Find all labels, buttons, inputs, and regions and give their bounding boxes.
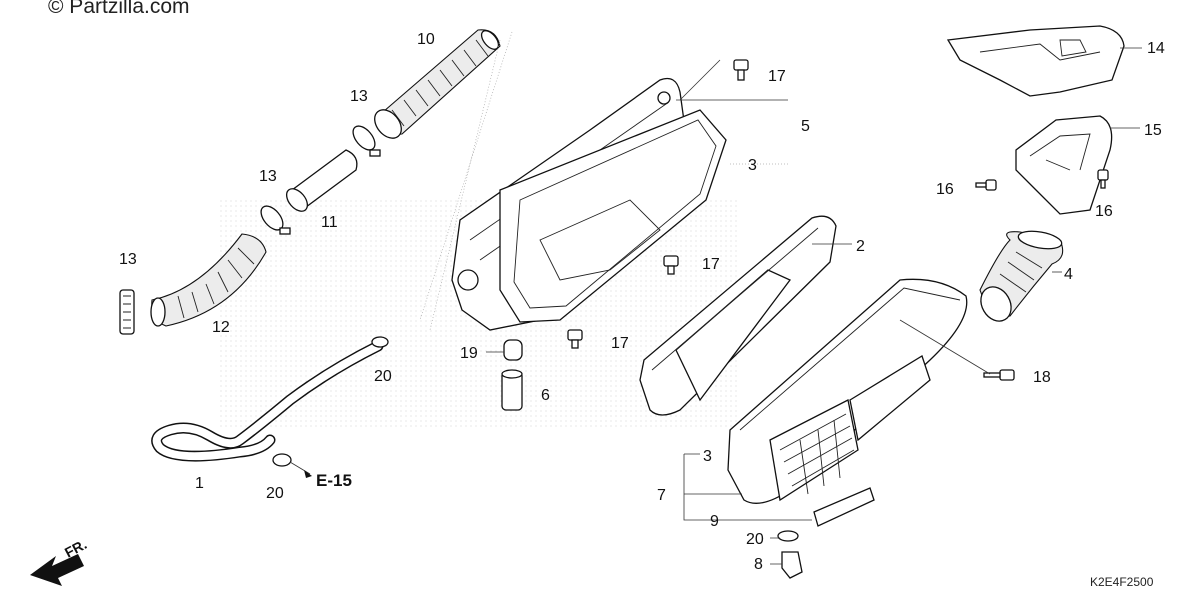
callout-3-bottom: 3 (703, 448, 712, 465)
part-1-breather-hose (151, 340, 384, 462)
callout-3-top: 3 (748, 157, 757, 174)
callout-10: 10 (417, 31, 435, 48)
part-16-screw-left (975, 179, 997, 191)
part-20-clip-upper (371, 336, 389, 348)
part-15-duct-guide (1015, 115, 1113, 215)
callout-16-left: 16 (936, 181, 954, 198)
part-7-air-cleaner-cover (727, 278, 968, 504)
callout-12: 12 (212, 319, 230, 336)
part-17-bolt-middle (663, 255, 679, 275)
diagram-code: K2E4F2500 (1090, 575, 1154, 589)
part-18-bolt (983, 369, 1015, 381)
arrow-e15-head (304, 470, 312, 478)
front-direction-arrow: FR. (30, 536, 89, 586)
copyright-watermark: © Partzilla.com (48, 0, 190, 18)
leader-18-guide (899, 319, 991, 375)
part-13-clamp-lower (119, 289, 135, 335)
part-5-air-cleaner-housing (451, 77, 727, 331)
callout-13-middle: 13 (259, 168, 277, 185)
callout-16-right: 16 (1095, 203, 1113, 220)
callout-17-top: 17 (768, 68, 786, 85)
part-9-seal-strip (813, 487, 875, 527)
leader-20-8 (770, 537, 782, 565)
part-17-bolt-top (733, 59, 749, 81)
part-13-clamp-middle (260, 205, 291, 235)
part-13-clamp-upper (352, 125, 381, 157)
callout-15: 15 (1144, 122, 1162, 139)
callout-8: 8 (754, 556, 763, 573)
part-11-connecting-tube (285, 149, 358, 212)
callout-6: 6 (541, 387, 550, 404)
callout-14: 14 (1147, 40, 1165, 57)
callout-13-lower: 13 (119, 251, 137, 268)
part-19-cap (486, 339, 523, 361)
fr-label: FR. (62, 536, 89, 561)
callout-20-upper: 20 (374, 368, 392, 385)
part-6-drain-tube (501, 369, 523, 411)
part-20-clip-lower (272, 453, 292, 467)
part-20-clip-bottom (777, 530, 799, 542)
arrow-e15 (289, 461, 311, 475)
callout-4: 4 (1064, 266, 1073, 283)
bracket-3-7-9 (683, 453, 812, 521)
callout-19: 19 (460, 345, 478, 362)
callout-7: 7 (657, 487, 666, 504)
part-4-intake-boot (979, 230, 1064, 322)
callout-13-upper: 13 (350, 88, 368, 105)
reference-e15-label: E-15 (316, 471, 352, 490)
callout-9: 9 (710, 513, 719, 530)
callout-17-middle: 17 (702, 256, 720, 273)
callout-18: 18 (1033, 369, 1051, 386)
callout-5: 5 (801, 118, 810, 135)
leader-17-top (679, 59, 721, 101)
part-10-intake-duct (374, 29, 501, 139)
callout-11: 11 (321, 214, 338, 231)
callout-17-lower: 17 (611, 335, 629, 352)
part-2-filter-element (639, 215, 837, 416)
callout-2: 2 (856, 238, 865, 255)
part-14-duct-cover (946, 25, 1125, 97)
callout-1: 1 (195, 475, 204, 492)
part-12-corrugated-duct (150, 233, 267, 327)
part-17-bolt-lower (567, 329, 583, 349)
part-16-screw-right (1097, 169, 1109, 189)
callout-20-bottom: 20 (746, 531, 764, 548)
callout-20-lower: 20 (266, 485, 284, 502)
part-8-drain-plug (781, 551, 803, 579)
